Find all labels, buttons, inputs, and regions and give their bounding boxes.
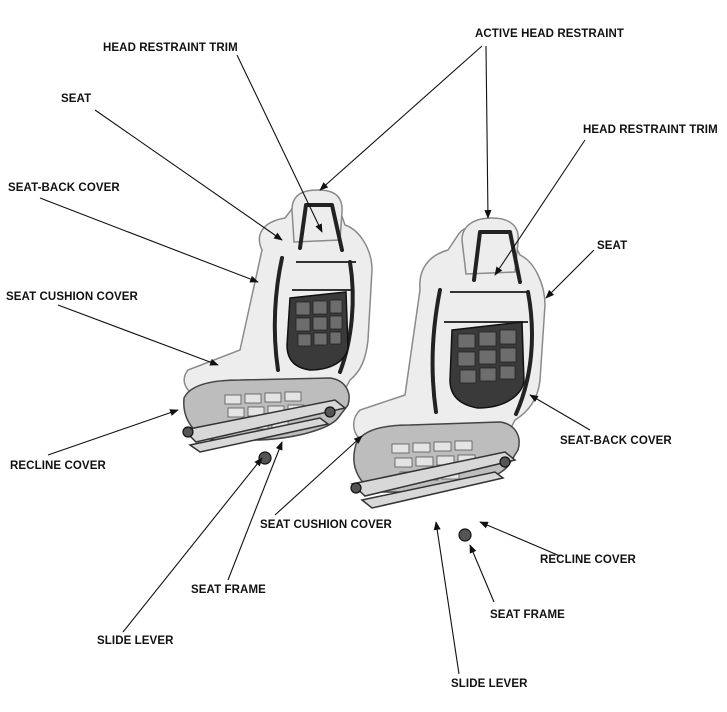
callout-labels: ACTIVE HEAD RESTRAINT HEAD RESTRAINT TRI… bbox=[6, 28, 718, 690]
label-head-restraint-trim-left: HEAD RESTRAINT TRIM bbox=[103, 42, 238, 54]
label-seat-frame-left: SEAT FRAME bbox=[191, 584, 266, 596]
label-seat-right: SEAT bbox=[597, 240, 627, 252]
leader-lines bbox=[39, 45, 595, 675]
label-recline-cover-right: RECLINE COVER bbox=[540, 554, 636, 566]
label-active-head-restraint: ACTIVE HEAD RESTRAINT bbox=[475, 28, 624, 40]
label-seat-cushion-cover-left: SEAT CUSHION COVER bbox=[6, 291, 139, 303]
label-recline-cover-left: RECLINE COVER bbox=[10, 460, 106, 472]
left-seat-illustration bbox=[182, 189, 373, 465]
label-head-restraint-trim-right: HEAD RESTRAINT TRIM bbox=[583, 124, 718, 136]
label-seat-cushion-cover-right: SEAT CUSHION COVER bbox=[260, 519, 393, 531]
label-seat-frame-right: SEAT FRAME bbox=[490, 609, 565, 621]
label-slide-lever-right: SLIDE LEVER bbox=[451, 678, 528, 690]
label-slide-lever-left: SLIDE LEVER bbox=[97, 635, 174, 647]
label-seat-back-cover-right: SEAT-BACK COVER bbox=[560, 435, 672, 447]
label-seat-left: SEAT bbox=[61, 93, 91, 105]
right-seat-illustration bbox=[350, 217, 546, 542]
label-seat-back-cover-left: SEAT-BACK COVER bbox=[8, 182, 120, 194]
